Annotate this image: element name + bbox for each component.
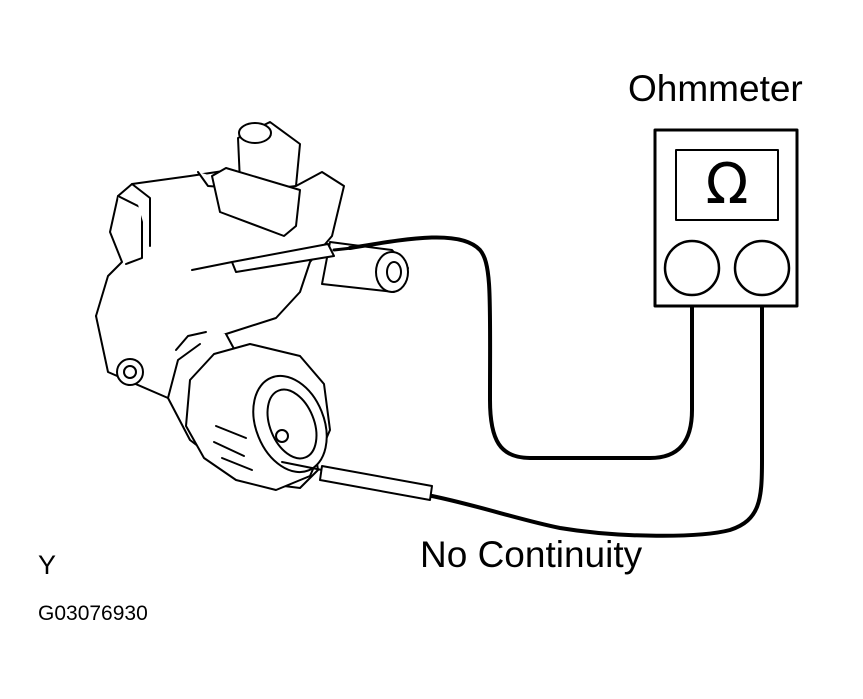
ohm-symbol-icon: Ω — [705, 152, 749, 217]
figure-code: G03076930 — [38, 602, 148, 625]
ohmmeter-label: Ohmmeter — [628, 68, 803, 109]
connector — [175, 331, 331, 491]
ohmmeter-display — [675, 149, 779, 221]
result-label: No Continuity — [420, 534, 643, 575]
ohmmeter — [653, 128, 799, 308]
lead-lower — [430, 298, 764, 538]
probe-upper — [191, 243, 354, 273]
probe-lower — [281, 461, 433, 501]
terminal-left — [663, 239, 721, 297]
lead-upper — [348, 235, 694, 460]
ohmmeter-box — [653, 128, 799, 308]
corner-label: Y — [38, 550, 57, 580]
terminal-right — [733, 239, 791, 297]
